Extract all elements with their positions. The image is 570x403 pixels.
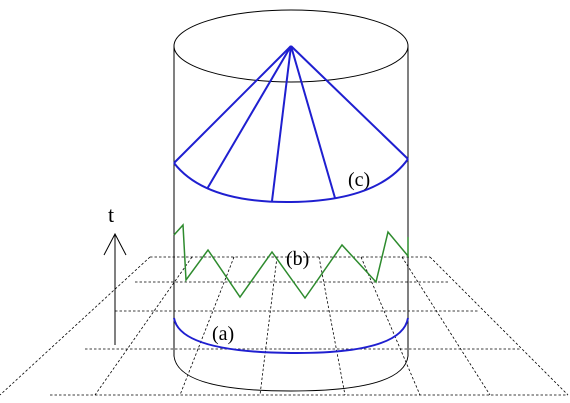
label-c: (c)	[348, 169, 370, 191]
cone-ray	[271, 45, 292, 202]
slice-a-curve	[173, 317, 409, 355]
slice-c-curve	[173, 158, 409, 204]
time-axis-label: t	[108, 202, 114, 227]
label-a: (a)	[212, 323, 234, 345]
cone-ray	[290, 45, 409, 160]
cone-ray	[206, 45, 292, 190]
ground-grid	[0, 256, 569, 396]
slice-b-zigzag	[173, 223, 409, 300]
time-axis	[103, 232, 127, 345]
label-b: (b)	[286, 248, 309, 270]
slice-c-cone	[173, 45, 409, 204]
cylinder-bottom-arc	[173, 355, 409, 392]
cone-ray	[173, 45, 292, 164]
cone-ray	[290, 45, 336, 199]
cylinder	[173, 9, 409, 392]
